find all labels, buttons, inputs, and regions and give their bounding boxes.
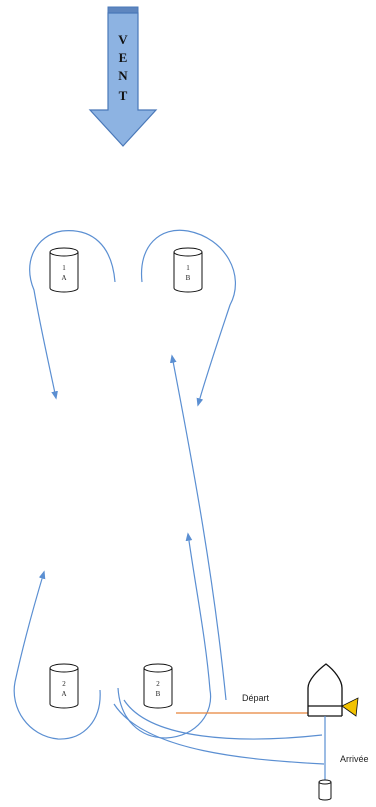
buoy-1a-letter: A (61, 274, 66, 282)
buoy-2a: 2 A (50, 664, 78, 708)
buoy-1a-number: 1 (62, 264, 66, 272)
committee-boat (308, 664, 358, 716)
buoy-1b: 1 B (174, 248, 202, 292)
wind-letter-v: V (118, 32, 128, 47)
finish-buoy (319, 780, 331, 800)
wind-letter-n: N (118, 68, 128, 83)
start-label: Départ (242, 693, 270, 703)
buoy-2b-letter: B (156, 690, 161, 698)
buoy-1b-number: 1 (186, 264, 190, 272)
buoy-2b-number: 2 (156, 680, 160, 688)
wind-arrow: V E N T (90, 7, 156, 146)
wind-letter-t: T (119, 88, 128, 103)
route-upwind-leg (172, 356, 226, 700)
flag-icon (342, 698, 358, 716)
finish-label: Arrivée (340, 754, 369, 764)
buoy-2b: 2 B (144, 664, 172, 708)
wind-letter-e: E (119, 50, 128, 65)
buoy-1b-letter: B (186, 274, 191, 282)
buoy-1a: 1 A (50, 248, 78, 292)
buoy-2a-number: 2 (62, 680, 66, 688)
route-loop-2a (14, 572, 100, 739)
buoy-2a-letter: A (61, 690, 66, 698)
